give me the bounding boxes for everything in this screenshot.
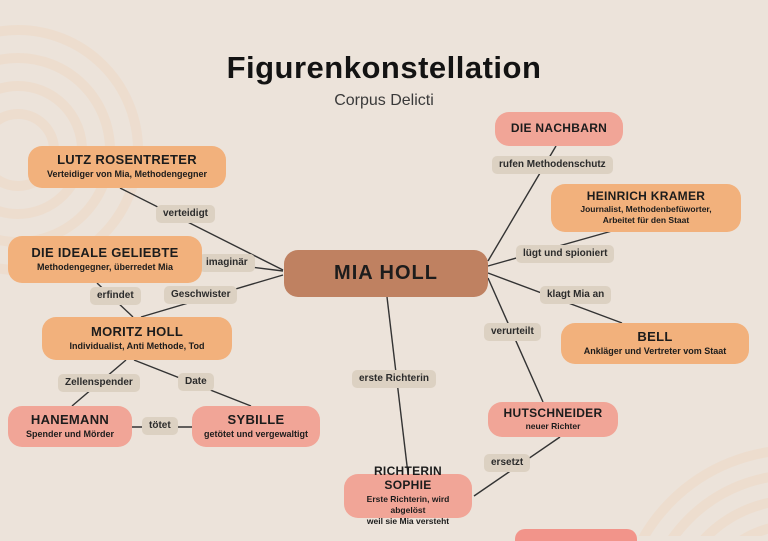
node-subtitle: Verteidiger von Mia, Methodengegner — [46, 169, 208, 180]
edge-label-verurteilt: verurteilt — [484, 323, 541, 341]
edge-label-klagt: klagt Mia an — [540, 286, 612, 304]
edge-label-zellenspender: Zellenspender — [58, 374, 140, 392]
edge-line-verteidigt — [119, 187, 284, 271]
node-subtitle: getötet und vergewaltigt — [203, 428, 308, 439]
node-subtitle: Ankläger und Vertreter vom Staat — [583, 345, 727, 356]
node-die-nachbarn: DIE NACHBARN — [495, 112, 623, 146]
node-mia-holl: MIA HOLL — [284, 250, 488, 297]
node-sybille: SYBILLE getötet und vergewaltigt — [192, 406, 320, 447]
page-subtitle: Corpus Delicti — [334, 92, 434, 109]
page-title: Figurenkonstellation — [226, 50, 542, 85]
node-subtitle: Methodengegner, überredet Mia — [36, 261, 174, 272]
node-subtitle: Journalist, Methodenbefüworter, Arbeitet… — [580, 204, 712, 226]
node-title: DIE IDEALE GELIEBTE — [31, 244, 179, 260]
edge-label-erste-richterin: erste Richterin — [352, 370, 437, 388]
decorative-rings-bottom-right — [638, 447, 768, 536]
edge-label-geschwister: Geschwister — [164, 286, 238, 304]
edge-label-imaginaer: imaginär — [199, 254, 255, 272]
edge-label-luegt: lügt und spioniert — [516, 245, 615, 263]
node-hutschneider: HUTSCHNEIDER neuer Richter — [488, 402, 618, 437]
edge-label-verteidigt: verteidigt — [156, 205, 216, 223]
edge-label-ersetzt: ersetzt — [484, 454, 531, 472]
edge-label-erfindet: erfindet — [90, 287, 141, 305]
node-title: MORITZ HOLL — [90, 323, 184, 339]
edge-label-date: Date — [178, 373, 214, 391]
node-title: HEINRICH KRAMER — [586, 188, 706, 203]
node-title: RICHTERIN SOPHIE — [373, 464, 443, 492]
node-subtitle: Erste Richterin, wird abgelöst weil sie … — [366, 493, 450, 526]
node-subtitle: Spender und Mörder — [25, 428, 114, 439]
node-heinrich-kramer: HEINRICH KRAMER Journalist, Methodenbefü… — [551, 184, 741, 232]
node-title: HUTSCHNEIDER — [503, 405, 603, 420]
node-title: MIA HOLL — [334, 262, 438, 284]
node-title: BELL — [637, 328, 673, 344]
node-richterin-sophie: RICHTERIN SOPHIE Erste Richterin, wird a… — [344, 464, 472, 526]
node-subtitle: neuer Richter — [525, 421, 581, 432]
edge-label-rufen: rufen Methodenschutz — [492, 156, 613, 174]
node-title: HANEMANN — [30, 411, 110, 427]
node-moritz-holl: MORITZ HOLL Individualist, Anti Methode,… — [42, 317, 232, 360]
node-die-ideale-geliebte: DIE IDEALE GELIEBTE Methodengegner, über… — [8, 236, 202, 283]
node-subtitle: Individualist, Anti Methode, Tod — [69, 340, 205, 351]
node-title: DIE NACHBARN — [510, 121, 608, 136]
edge-label-toetet: tötet — [142, 417, 178, 435]
node-title: LUTZ ROSENTRETER — [57, 152, 197, 168]
node-lutz-rosentreter: LUTZ ROSENTRETER Verteidiger von Mia, Me… — [28, 146, 226, 188]
node-title: SYBILLE — [227, 411, 285, 427]
node-hanemann: HANEMANN Spender und Mörder — [8, 406, 132, 447]
node-partial-bottom — [515, 529, 637, 541]
node-bell: BELL Ankläger und Vertreter vom Staat — [561, 323, 749, 364]
